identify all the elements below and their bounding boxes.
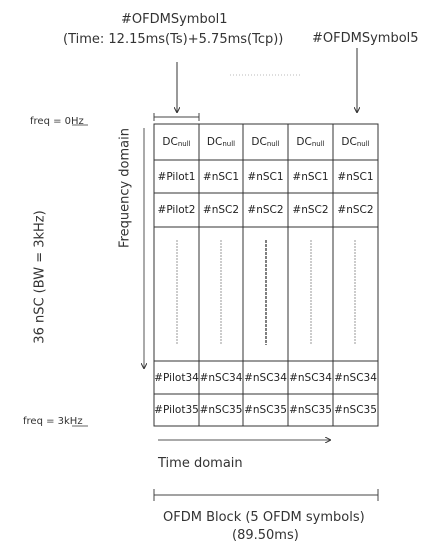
- pilot-cell: #Pilot1: [157, 170, 196, 183]
- subcarrier-cell: #nSC34: [244, 371, 287, 384]
- time-domain-label: Time domain: [158, 456, 243, 471]
- dc-label: DC: [206, 136, 223, 148]
- ofdm-block-label: OFDM Block (5 OFDM symbols): [163, 510, 365, 525]
- symbol1-title: #OFDMSymbol1: [121, 12, 228, 27]
- subcarrier-cell: #nSC1: [247, 170, 284, 183]
- pilot-cell: #Pilot2: [157, 204, 196, 216]
- subcarrier-cell: #nSC35: [334, 404, 377, 416]
- subcarrier-cell: #nSC1: [337, 170, 374, 183]
- dc-label: DC: [341, 136, 357, 148]
- pilot-cell: #Pilot35: [154, 404, 199, 416]
- dc-null-subscript: null: [356, 140, 370, 148]
- dc-label: DC: [162, 136, 178, 148]
- subcarrier-cell: #nSC2: [292, 204, 329, 216]
- dc-null-subscript: null: [177, 140, 191, 148]
- subcarrier-cell: #nSC34: [199, 371, 243, 384]
- subcarrier-cell: #nSC2: [202, 204, 240, 216]
- pilot-cell: #Pilot34: [154, 371, 199, 384]
- subcarrier-cell: #nSC35: [289, 404, 332, 416]
- subcarrier-cell: #nSC1: [292, 170, 329, 183]
- subcarrier-cell: #nSC1: [202, 170, 240, 183]
- dc-label: DC: [251, 136, 267, 148]
- subcarrier-cell: #nSC34: [289, 371, 332, 384]
- subcarrier-cell: #nSC35: [199, 404, 243, 416]
- grid-outline: [153, 123, 379, 427]
- subcarrier-cell: #nSC2: [247, 204, 284, 216]
- subcarrier-cell: #nSC2: [337, 204, 374, 216]
- symbol1-time: (Time: 12.15ms(Ts)+5.75ms(Tcp)): [63, 32, 284, 47]
- dc-null-subscript: null: [266, 140, 280, 148]
- dc-null-subscript: null: [311, 140, 325, 148]
- ofdm-block-duration: (89.50ms): [232, 528, 299, 543]
- subcarrier-cell: #nSC35: [244, 404, 287, 416]
- symbol5-title: #OFDMSymbol5: [312, 31, 419, 46]
- freq-top-label: freq = 0Hz: [30, 116, 84, 127]
- freq-bottom-label: freq = 3kHz: [23, 416, 83, 427]
- dc-null-subscript: null: [222, 140, 236, 148]
- subcarrier-cell: #nSC34: [334, 371, 377, 384]
- dc-label: DC: [296, 136, 312, 148]
